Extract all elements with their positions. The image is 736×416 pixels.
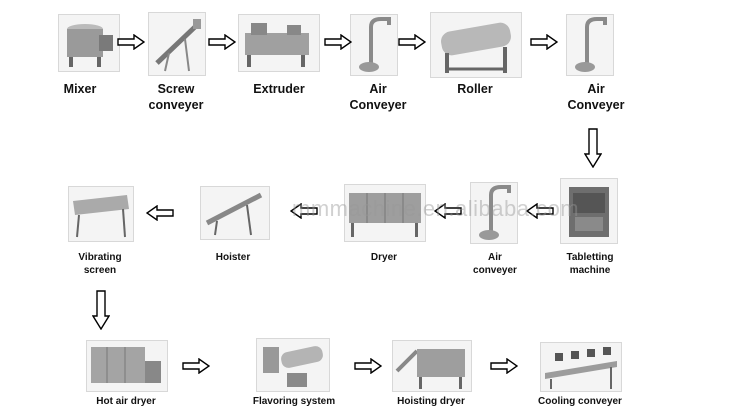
arrow-right [490,358,518,374]
mixer-label: Mixer [63,82,97,96]
arrow-down [92,290,110,330]
vibrating-screen-image [68,186,134,242]
tabletting-machine-image [560,178,618,244]
vibrating-screen-label: Vibrating screen [78,252,122,276]
arrow-left [290,203,318,219]
arrow-right [398,34,426,50]
arrow-right [324,34,352,50]
arrow-right [117,34,145,50]
hoister-image [200,186,270,240]
tabletting-machine-label: Tabletting machine [566,252,614,276]
arrow-left [434,203,462,219]
dryer-image [344,184,426,242]
arrow-down [584,128,602,168]
roller-label: Roller [457,82,493,96]
hoisting-dryer-image [392,340,472,392]
cooling-conveyer-label: Cooling conveyer [538,396,622,407]
flavoring-system-image [256,338,330,392]
mixer-image [58,14,120,72]
air-conveyer-3-image [470,182,518,244]
hot-air-dryer-label: Hot air dryer [96,396,156,407]
arrow-right [354,358,382,374]
flavoring-system-label: Flavoring system [252,396,336,407]
hoister-label: Hoister [215,252,251,263]
arrow-right [530,34,558,50]
watermark-text: mmmachine.en.alibaba.com [292,196,580,221]
extruder-image [238,14,320,72]
screw-conveyer-image [148,12,206,76]
extruder-label: Extruder [253,82,305,96]
arrow-left [146,205,174,221]
arrow-right [182,358,210,374]
roller-image [430,12,522,78]
air-conveyer-1-image [350,14,398,76]
dryer-label: Dryer [370,252,398,263]
arrow-right [208,34,236,50]
cooling-conveyer-image [540,342,622,392]
air-conveyer-1-label: Air Conveyer [349,82,407,112]
arrow-left [526,203,554,219]
screw-conveyer-label: Screw conveyer [148,82,204,112]
air-conveyer-2-image [566,14,614,76]
air-conveyer-3-label: Air conveyer [473,252,517,276]
hoisting-dryer-label: Hoisting dryer [397,396,465,407]
air-conveyer-2-label: Air Conveyer [567,82,625,112]
hot-air-dryer-image [86,340,168,392]
